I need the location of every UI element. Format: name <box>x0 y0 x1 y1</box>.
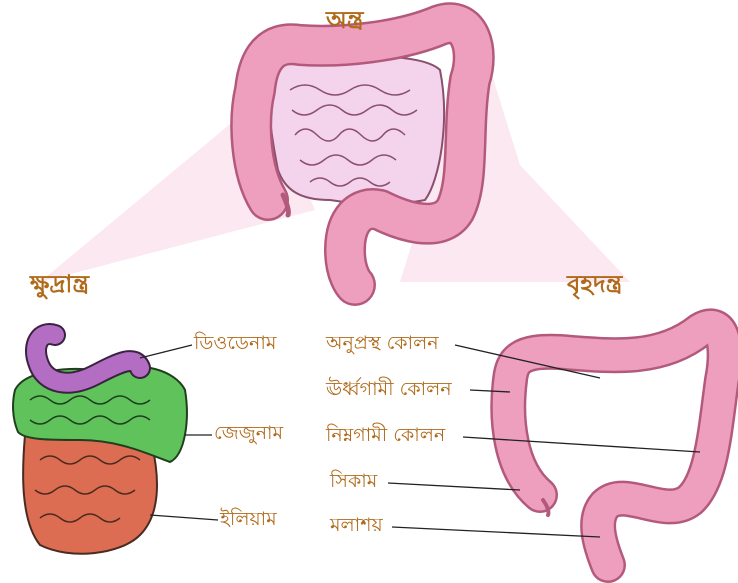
ileum-leader <box>150 515 218 520</box>
small-intestine-title: ক্ষুদ্রান্ত্র <box>30 272 89 296</box>
duodenum-leader <box>140 345 192 358</box>
duodenum-label: ডিওডেনাম <box>194 334 276 353</box>
diagram-title: অন্ত্র <box>326 8 363 32</box>
rectum-leader <box>392 527 600 537</box>
transverse-colon-label: অনুপ্রস্থ কোলন <box>326 334 439 353</box>
large-intestine-illustration <box>508 326 724 565</box>
large-intestine-title: বৃহদন্ত্র <box>567 272 622 296</box>
cecum-leader <box>388 483 520 490</box>
cecum-label: সিকাম <box>330 472 377 491</box>
small-intestine-illustration <box>13 334 187 554</box>
descending-colon-label: নিম্নগামী কোলন <box>326 426 445 445</box>
ileum-label: ইলিয়াম <box>220 510 277 529</box>
ascending-colon-label: ঊর্ধ্বগামী কোলন <box>326 380 452 399</box>
jejunum-label: জেজুনাম <box>214 424 283 443</box>
mesentery <box>268 56 444 204</box>
large-intestine-tube-fill <box>508 326 724 565</box>
rectum-label: মলাশয় <box>330 516 383 535</box>
